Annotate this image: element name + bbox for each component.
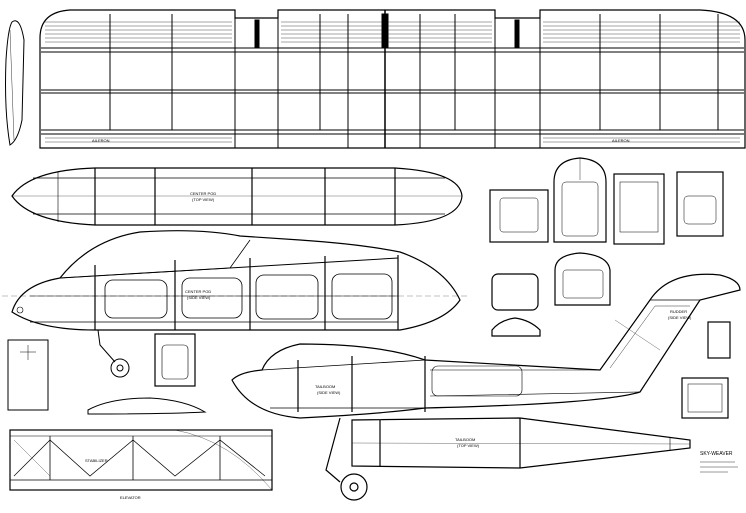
side-parts <box>681 321 731 419</box>
wing-rib-airfoil <box>5 20 25 146</box>
airfoil-rib <box>87 397 207 415</box>
pod-side-title: CENTER POD <box>185 289 211 294</box>
rudder-sublabel: (SIDE VIEW) <box>668 315 692 320</box>
tailboom-side-title: TAILBOOM <box>315 384 335 389</box>
aileron-right-label: AILERON <box>612 138 630 143</box>
center-pod-top-view <box>11 167 463 226</box>
rudder-label: RUDDER <box>670 309 687 314</box>
elevator-label: ELEVATOR <box>120 495 141 500</box>
title-notes <box>700 461 738 473</box>
tailboom-side-view <box>231 273 741 419</box>
aileron-left-label: AILERON <box>92 138 110 143</box>
pod-top-title: CENTER POD <box>190 191 216 196</box>
tailboom-top-view <box>351 417 691 469</box>
nose-gear <box>97 329 130 378</box>
main-gear <box>325 417 368 501</box>
former-box-left <box>7 339 49 411</box>
hatch-former <box>154 333 196 387</box>
stabilizer-label: STABILIZER <box>85 458 108 463</box>
center-pod-side-view <box>11 230 461 331</box>
tailboom-top-subtitle: (TOP VIEW) <box>457 443 480 448</box>
wing-plan <box>39 9 746 149</box>
stabilizer-plan <box>9 429 273 491</box>
tailboom-top-title: TAILBOOM <box>455 437 475 442</box>
tailboom-side-subtitle: (SIDE VIEW) <box>317 390 341 395</box>
pod-top-subtitle: (TOP VIEW) <box>192 197 215 202</box>
pod-side-subtitle: (SIDE VIEW) <box>187 295 211 300</box>
formers-group <box>489 157 724 337</box>
title-block: SKY-WEAVER <box>700 451 733 457</box>
